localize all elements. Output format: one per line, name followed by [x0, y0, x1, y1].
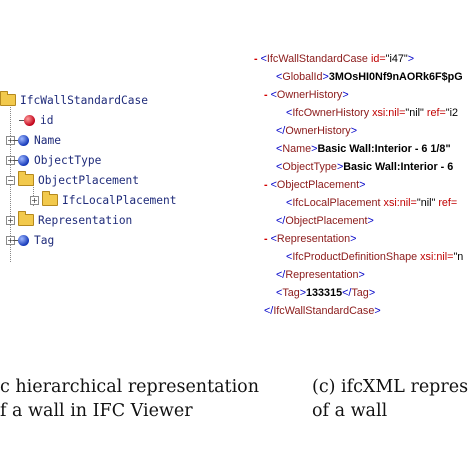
xml-line: - <Representation> [264, 233, 357, 245]
xml-line: <GlobalId>3MOsHI0Nf9nAORk6F$pG [276, 71, 463, 83]
tree-node-root[interactable]: IfcWallStandardCase [0, 91, 148, 108]
xml-line: <IfcOwnerHistory xsi:nil="nil" ref="i2 [286, 107, 459, 119]
tree-node-objectplacement[interactable]: − ObjectPlacement [6, 171, 140, 188]
xml-line: <Tag>133315</Tag> [276, 287, 376, 299]
caption-right-line2: of a wall [312, 401, 388, 421]
tree-node-label: Name [34, 133, 61, 147]
folder-icon [18, 211, 34, 226]
folder-icon [42, 191, 58, 206]
collapse-toggle[interactable]: - [264, 89, 271, 101]
caption-left-line1: c hierarchical representation [0, 377, 259, 397]
caption-right-line1: (c) ifcXML repres [312, 377, 469, 397]
ifcxml-panel: - <IfcWallStandardCase id="i47"> <Global… [246, 44, 474, 330]
tree-node-label: id [40, 113, 54, 127]
attribute-icon [19, 114, 35, 126]
attribute-icon [13, 134, 29, 146]
caption-left-line2: f a wall in IFC Viewer [0, 401, 193, 421]
xml-line: - <OwnerHistory> [264, 89, 349, 101]
collapse-toggle[interactable]: - [254, 53, 261, 65]
xml-line: <IfcProductDefinitionShape xsi:nil="n [286, 251, 464, 263]
collapse-toggle[interactable]: - [264, 179, 271, 191]
xml-line: </IfcWallStandardCase> [264, 305, 381, 317]
tree-node-label: Representation [38, 213, 133, 227]
folder-icon [18, 171, 34, 186]
tree-node-id[interactable]: id [19, 112, 54, 128]
attribute-icon [13, 154, 29, 166]
tree-node-label: IfcWallStandardCase [20, 93, 148, 107]
tree-node-label: ObjectType [34, 153, 102, 167]
tree-node-representation[interactable]: + Representation [6, 211, 133, 228]
tree-node-name[interactable]: + Name [6, 132, 61, 148]
collapse-icon[interactable]: − [6, 175, 15, 185]
tree-node-label: ObjectPlacement [38, 173, 140, 187]
tree-node-ifclocalplacement[interactable]: + IfcLocalPlacement [30, 191, 177, 208]
xml-line: <ObjectType>Basic Wall:Interior - 6 [276, 161, 454, 173]
xml-line: </ObjectPlacement> [276, 215, 374, 227]
collapse-toggle[interactable]: - [264, 233, 271, 245]
expand-icon[interactable]: + [6, 215, 15, 225]
xml-line: <Name>Basic Wall:Interior - 6 1/8" [276, 143, 451, 155]
tree-node-objecttype[interactable]: + ObjectType [6, 152, 101, 168]
xml-line: - <ObjectPlacement> [264, 179, 366, 191]
xml-line: </OwnerHistory> [276, 125, 358, 137]
expand-icon[interactable]: + [30, 195, 39, 205]
tree-node-tag[interactable]: + Tag [6, 232, 54, 248]
xml-line: - <IfcWallStandardCase id="i47"> [254, 53, 415, 65]
tree-node-label: IfcLocalPlacement [62, 193, 177, 207]
xml-line: <IfcLocalPlacement xsi:nil="nil" ref= [286, 197, 458, 209]
folder-icon [0, 91, 16, 106]
tree-connector [33, 184, 34, 206]
xml-line: </Representation> [276, 269, 365, 281]
attribute-icon [13, 234, 29, 246]
tree-node-label: Tag [34, 233, 55, 247]
